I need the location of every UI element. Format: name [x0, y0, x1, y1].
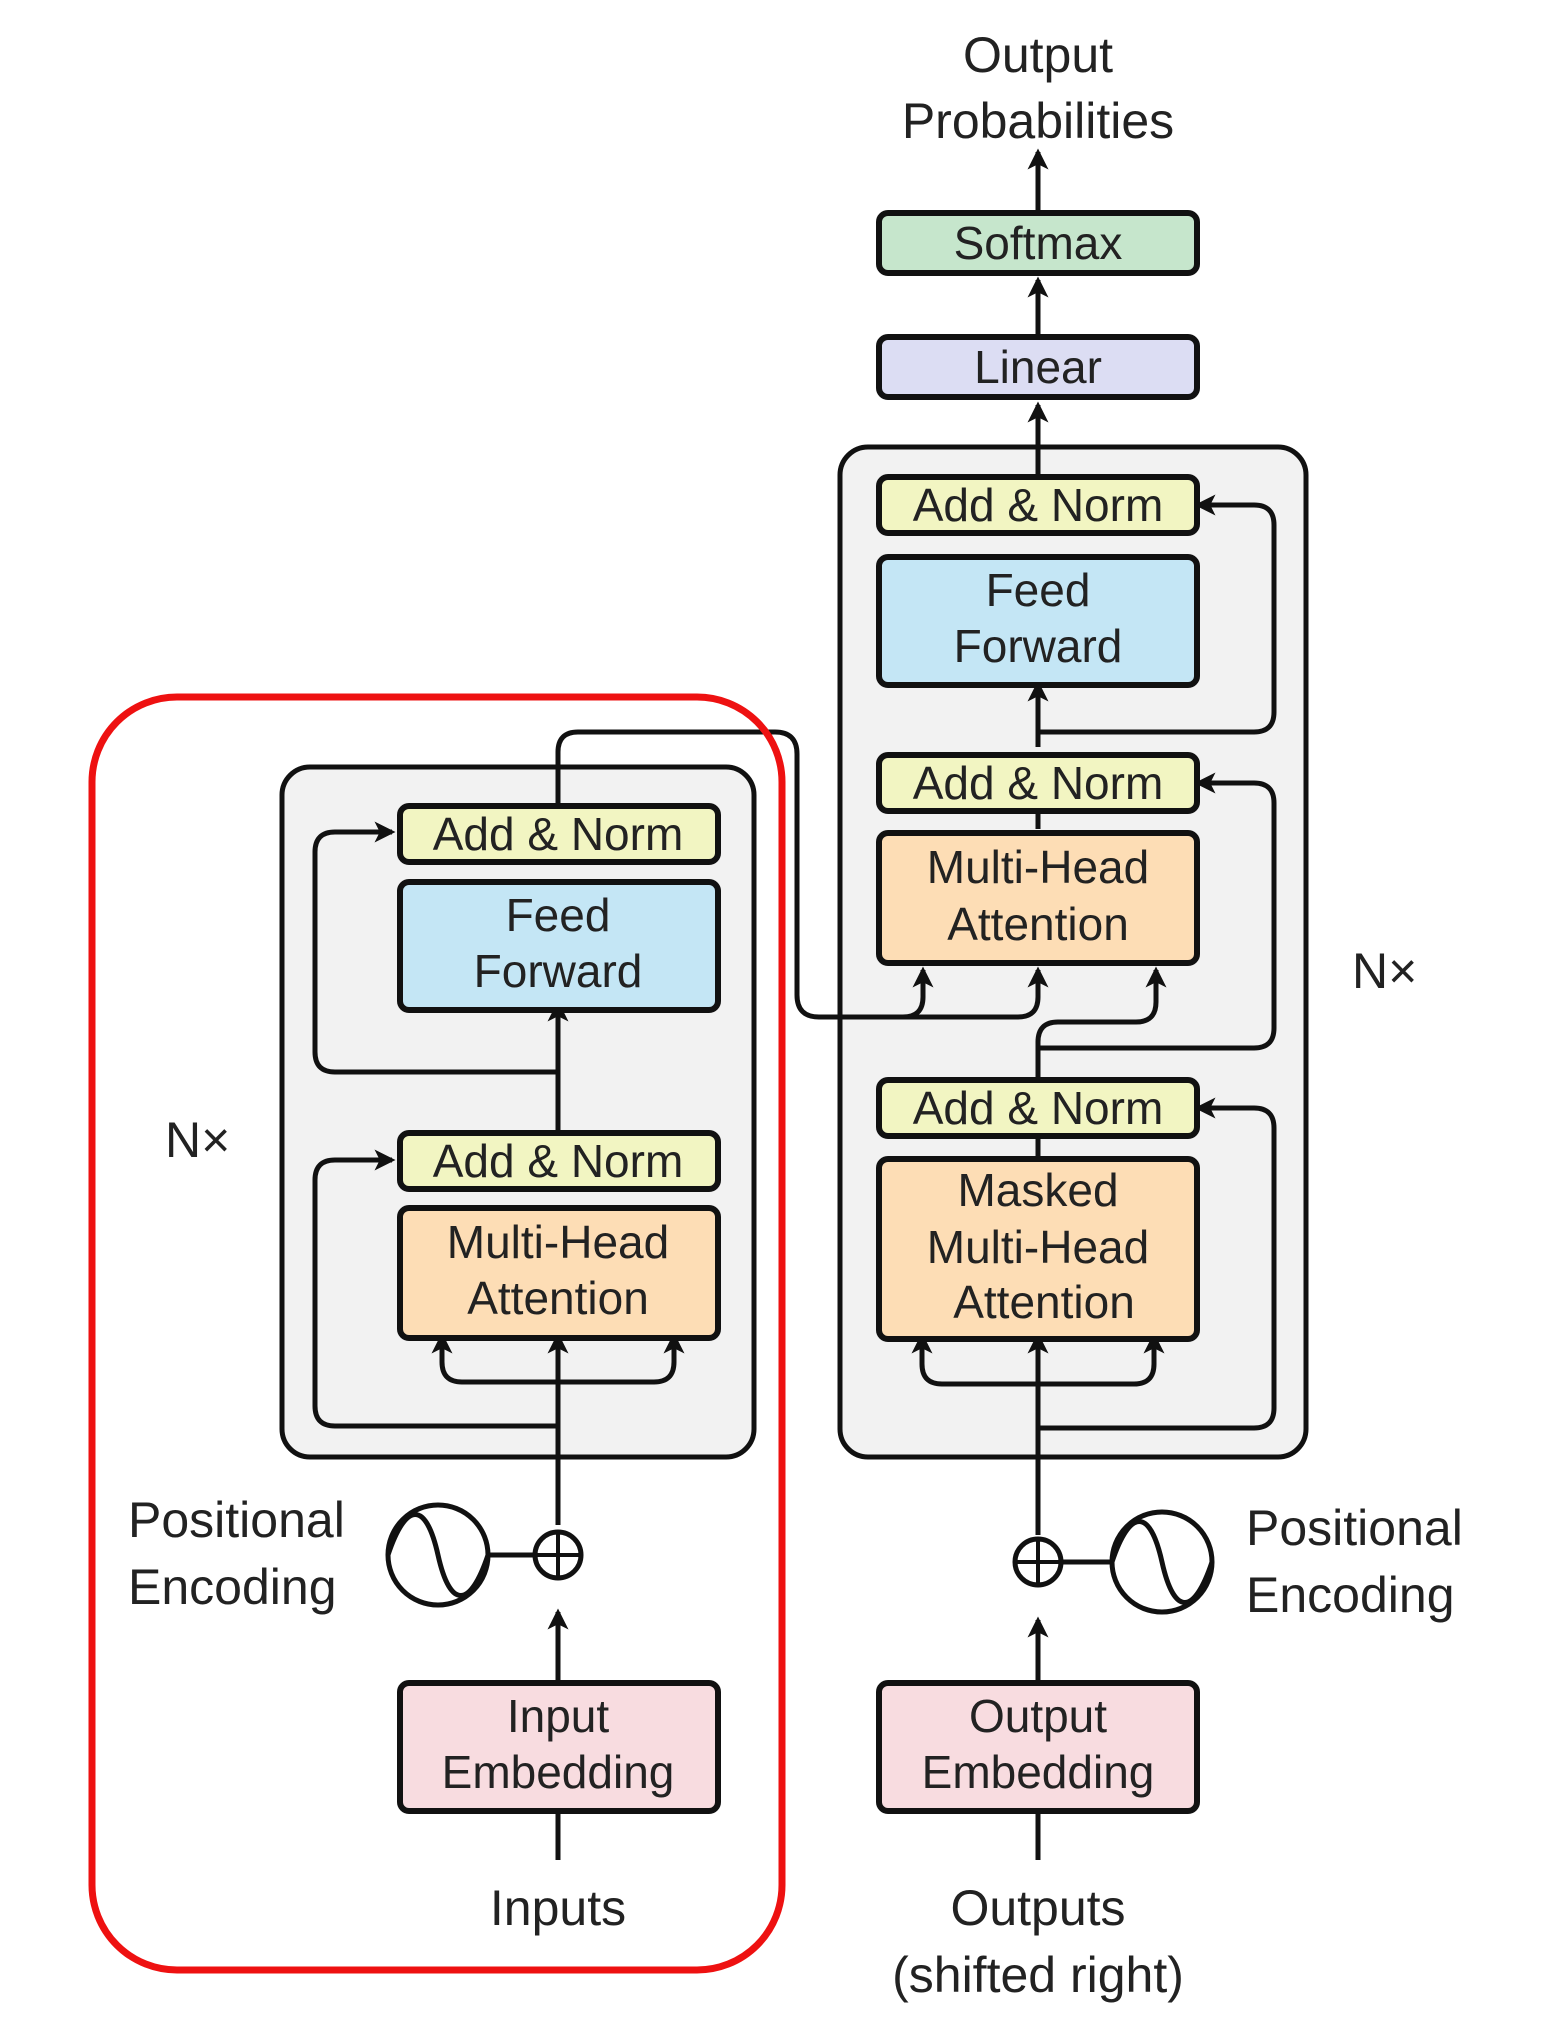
encoder-attention-label-line2: Attention	[467, 1272, 649, 1324]
encoder-feed-forward-label-line1: Feed	[506, 889, 611, 941]
decoder-feed-forward-label-line1: Feed	[986, 564, 1091, 616]
encoder-positional-label-line1: Positional	[128, 1492, 345, 1548]
encoder-highlight-frame	[88, 693, 786, 1974]
decoder-add-norm-2-label: Add & Norm	[913, 757, 1164, 809]
decoder-feed-forward	[876, 554, 1200, 688]
decoder-add-norm-3-label: Add & Norm	[913, 479, 1164, 531]
softmax-label: Softmax	[954, 217, 1123, 269]
output-probabilities-label-line2: Probabilities	[902, 93, 1174, 149]
encoder-sinusoid-icon	[385, 1502, 491, 1608]
outputs-label-line2: (shifted right)	[892, 1947, 1184, 2003]
output-probabilities-label-line1: Output	[963, 27, 1113, 83]
input-embedding-label-line2: Embedding	[442, 1746, 675, 1798]
inputs-label: Inputs	[490, 1880, 626, 1936]
decoder-feed-forward-label-line2: Forward	[954, 620, 1123, 672]
decoder-nx-label: N×	[1352, 943, 1417, 999]
encoder-feed-forward-label-line2: Forward	[474, 945, 643, 997]
encoder-add-norm-top	[397, 803, 721, 865]
decoder-cross-attention-label-line2: Attention	[947, 898, 1129, 950]
encoder-positional-label-line2: Encoding	[128, 1559, 337, 1615]
decoder-add-norm-2	[876, 752, 1200, 814]
decoder-masked-attention-label-line1: Masked	[957, 1164, 1118, 1216]
input-embedding-label-line1: Input	[507, 1690, 610, 1742]
encoder-add-norm-bottom-label: Add & Norm	[433, 1135, 684, 1187]
decoder-masked-attention	[876, 1156, 1200, 1342]
decoder-masked-attention-label-line2: Multi-Head	[927, 1221, 1149, 1273]
encoder-add-norm-bottom	[397, 1130, 721, 1192]
encoder-add-norm-top-label: Add & Norm	[433, 808, 684, 860]
input-embedding-box	[397, 1680, 721, 1814]
linear-box	[876, 334, 1200, 400]
decoder-positional-label-line2: Encoding	[1246, 1567, 1455, 1623]
decoder-cross-attention	[876, 830, 1200, 966]
output-embedding-label-line2: Embedding	[922, 1746, 1155, 1798]
decoder-add-norm-1-label: Add & Norm	[913, 1082, 1164, 1134]
encoder-nx-label: N×	[165, 1112, 230, 1168]
decoder-positional-label-line1: Positional	[1246, 1500, 1463, 1556]
linear-label: Linear	[974, 341, 1102, 393]
encoder-attention	[397, 1205, 721, 1341]
output-embedding-box	[876, 1680, 1200, 1814]
decoder-sinusoid-icon	[1109, 1509, 1215, 1615]
encoder-layer-block	[279, 764, 757, 1460]
softmax-box	[876, 210, 1200, 276]
encoder-feed-forward	[397, 879, 721, 1013]
decoder-add-norm-3	[876, 474, 1200, 536]
connections	[312, 148, 1277, 1860]
encoder-attention-label-line1: Multi-Head	[447, 1216, 669, 1268]
output-embedding-label-line1: Output	[969, 1690, 1107, 1742]
decoder-masked-attention-label-line3: Attention	[953, 1276, 1135, 1328]
outputs-label-line1: Outputs	[950, 1880, 1125, 1936]
decoder-add-norm-1	[876, 1077, 1200, 1139]
decoder-cross-attention-label-line1: Multi-Head	[927, 841, 1149, 893]
